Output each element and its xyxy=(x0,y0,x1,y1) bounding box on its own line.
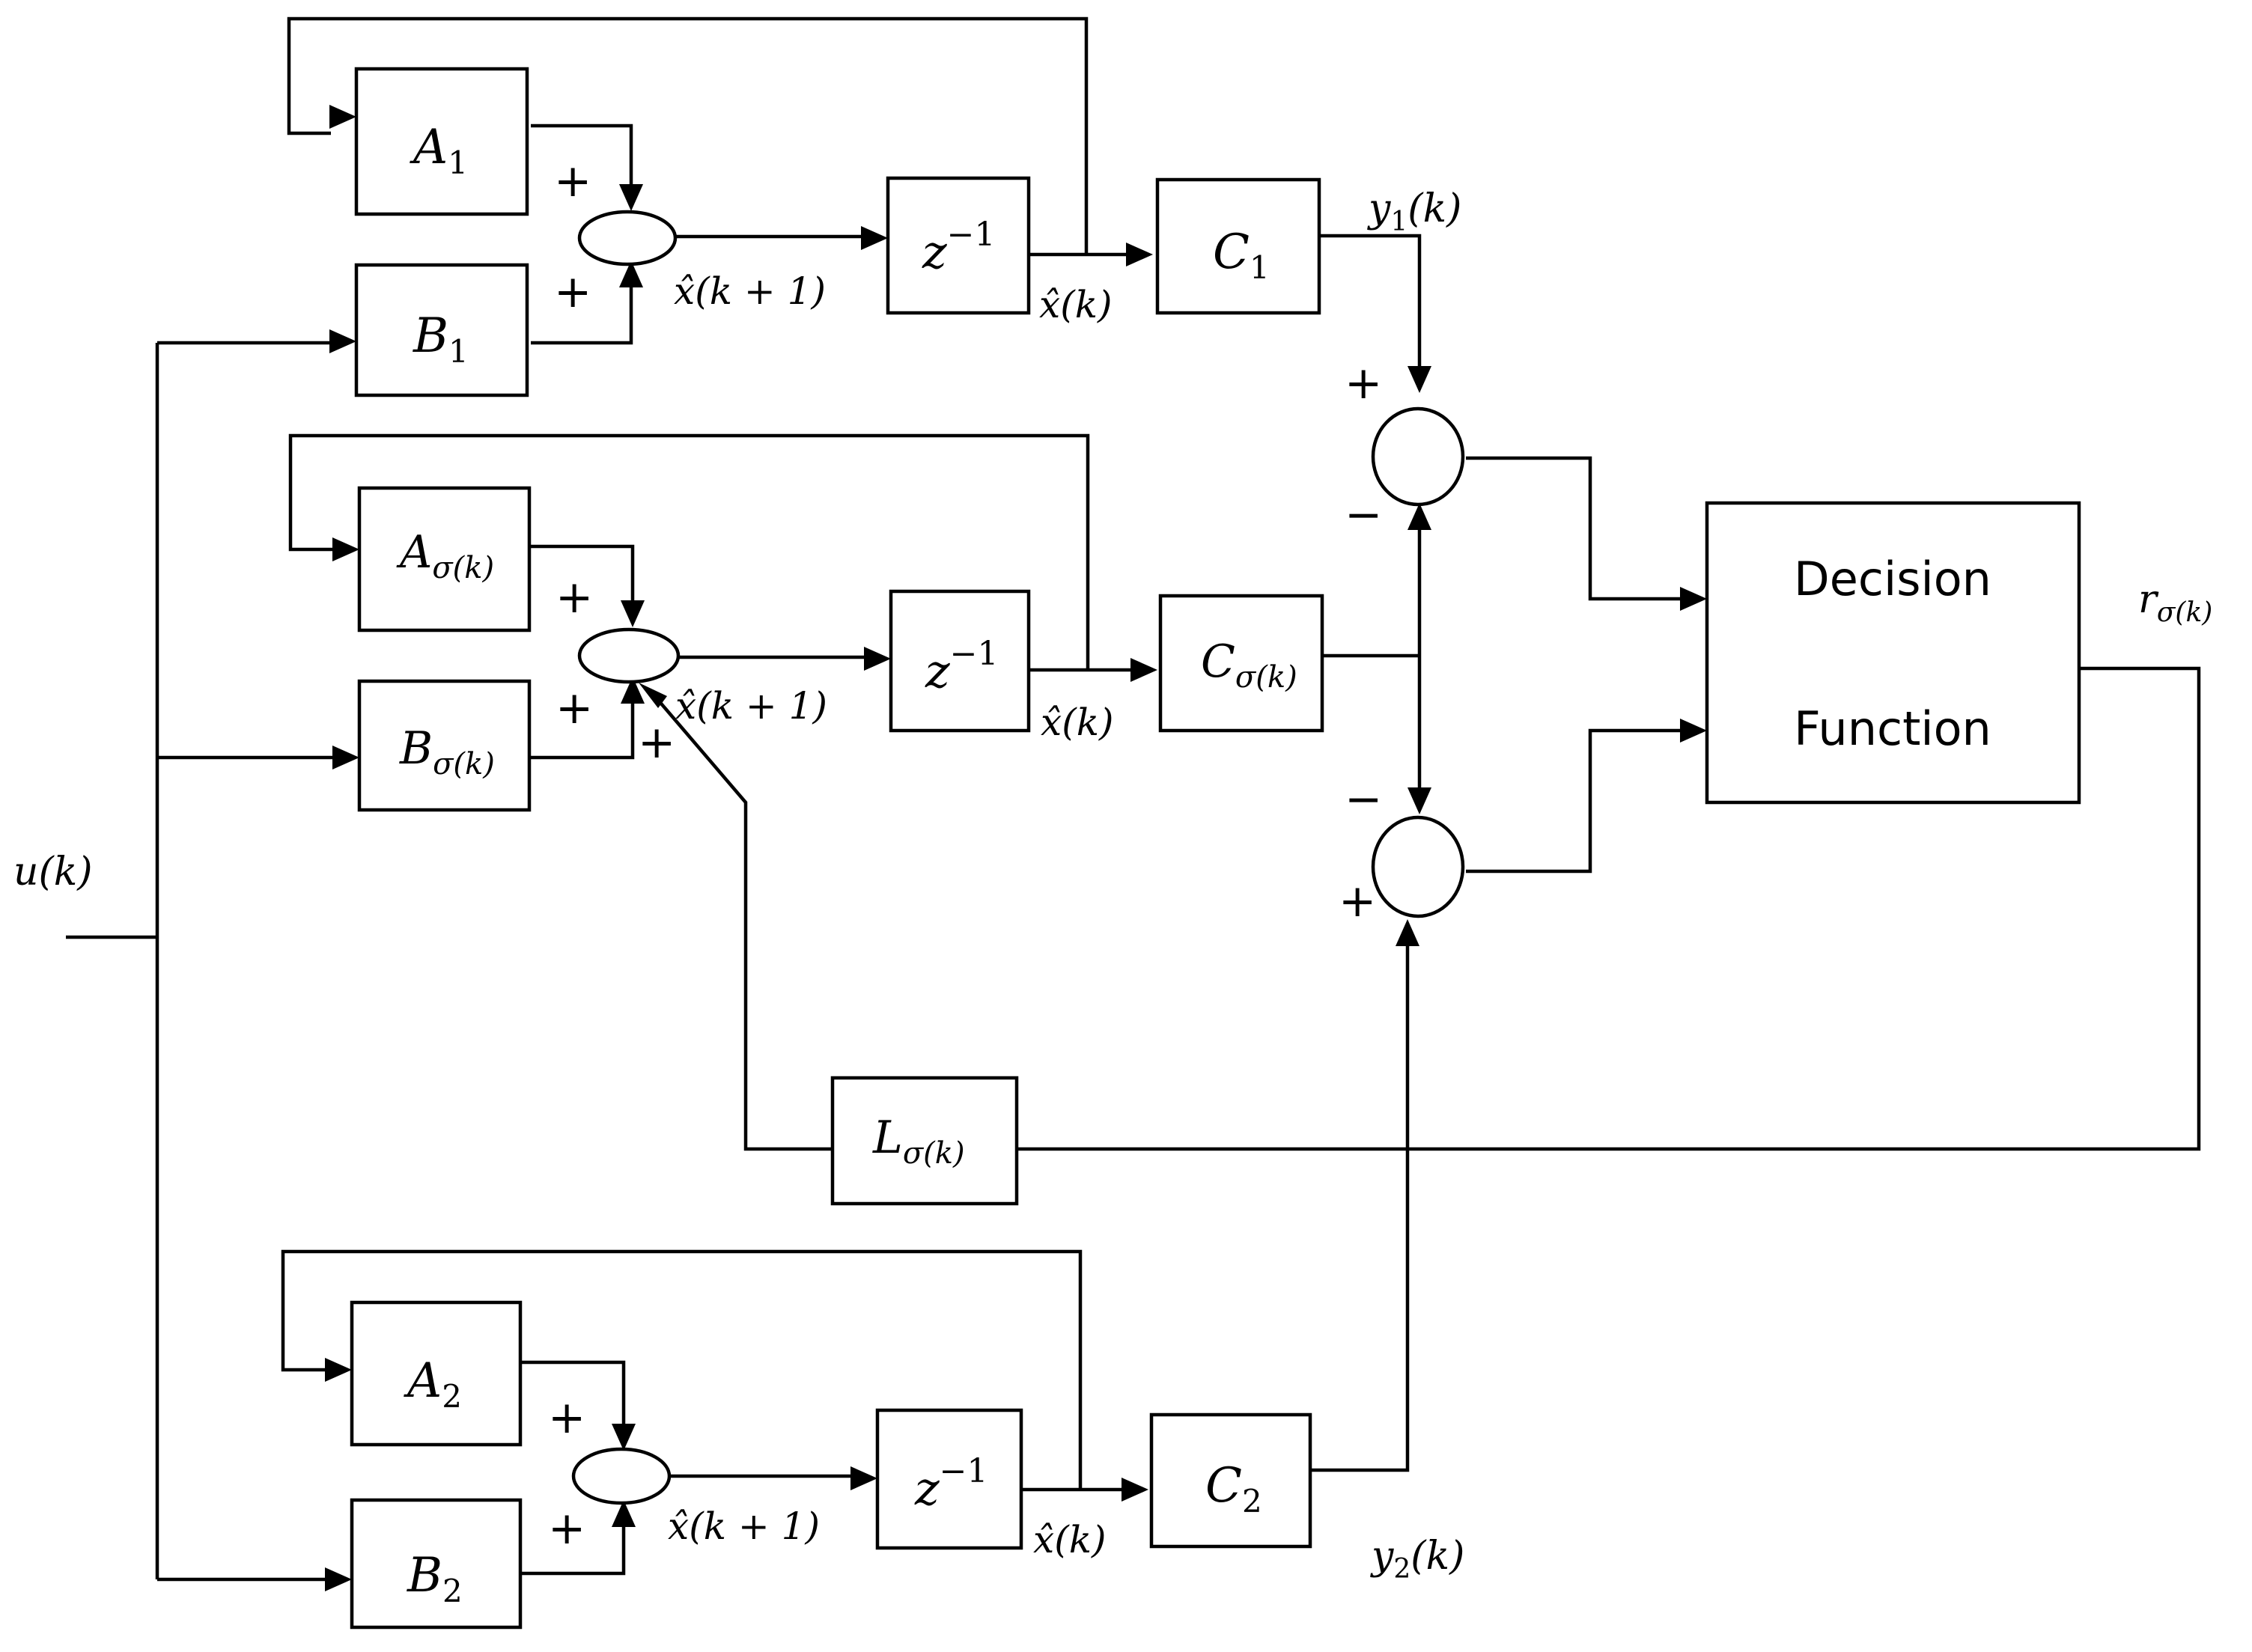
label-l-sigma: Lσ(k) xyxy=(872,1112,965,1171)
sign-plus: + xyxy=(554,266,591,318)
label-a1: A1 xyxy=(410,120,468,181)
x-next-label-top: x̂(k + 1) xyxy=(674,269,826,313)
sign-plus: + xyxy=(638,716,675,769)
arrowheads xyxy=(325,105,1707,1591)
label-c2: C2 xyxy=(1205,1458,1262,1520)
sign-plus: + xyxy=(548,1392,585,1444)
decision-label-line1: Decision xyxy=(1794,552,1991,606)
block-a1 xyxy=(354,67,529,216)
block-delay-middle xyxy=(889,589,1031,733)
label-c-sigma: Cσ(k) xyxy=(1201,635,1297,695)
y2-label: y2(k) xyxy=(1370,1534,1464,1585)
label-a2: A2 xyxy=(404,1353,462,1415)
sign-plus: + xyxy=(1339,875,1376,927)
decision-label-line2: Function xyxy=(1794,701,1991,756)
input-label: u(k) xyxy=(13,850,93,894)
block-c-sigma xyxy=(1158,594,1324,733)
sign-plus: + xyxy=(556,571,593,624)
sign-plus: + xyxy=(548,1502,585,1555)
block-c1 xyxy=(1155,177,1321,315)
block-b-sigma xyxy=(357,679,532,812)
block-c2 xyxy=(1149,1412,1312,1549)
sum-junction-top xyxy=(577,210,678,266)
y1-label: y1(k) xyxy=(1367,186,1461,237)
sign-labels: + + + + + + + + − − + xyxy=(548,155,1382,1555)
sign-minus: − xyxy=(1345,489,1382,541)
residual-junction-bottom xyxy=(1371,815,1465,918)
sum-junction-middle xyxy=(577,627,681,684)
label-b1: B1 xyxy=(413,308,469,370)
label-delay-middle: z−1 xyxy=(925,635,999,698)
sign-plus: + xyxy=(554,155,591,207)
x-now-label-bottom: x̂(k) xyxy=(1033,1518,1107,1561)
wires xyxy=(66,16,2201,1582)
block-l-sigma xyxy=(830,1076,1019,1206)
signal-labels: u(k) x̂(k + 1) x̂(k) x̂(k + 1) x̂(k) x̂(… xyxy=(13,186,2212,1585)
x-now-label-middle: x̂(k) xyxy=(1041,701,1114,744)
x-next-label-bottom: x̂(k + 1) xyxy=(668,1505,820,1548)
r-sigma-label: rσ(k) xyxy=(2138,577,2212,628)
block-a2 xyxy=(350,1300,523,1447)
label-a-sigma: Aσ(k) xyxy=(396,526,494,585)
sign-minus: − xyxy=(1345,773,1382,826)
label-b2: B2 xyxy=(407,1548,463,1609)
label-delay-bottom: z−1 xyxy=(914,1452,988,1516)
label-c1: C1 xyxy=(1213,225,1270,286)
block-labels: A1 B1 C1 Aσ(k) Bσ(k) Cσ(k) Lσ(k) A2 B2 C… xyxy=(396,120,1991,1609)
x-next-label-middle: x̂(k + 1) xyxy=(675,684,827,728)
sign-plus: + xyxy=(1345,357,1382,409)
sign-plus: + xyxy=(556,682,593,734)
x-now-label-top: x̂(k) xyxy=(1039,283,1113,326)
label-delay-top: z−1 xyxy=(922,216,996,279)
block-delay-bottom xyxy=(875,1408,1023,1550)
block-b2 xyxy=(350,1498,523,1630)
label-b-sigma: Bσ(k) xyxy=(399,722,495,781)
block-b1 xyxy=(354,263,529,397)
residual-junction-top xyxy=(1371,406,1465,507)
decision-function-block xyxy=(1705,501,2081,805)
block-a-sigma xyxy=(357,486,532,633)
sum-junction-bottom xyxy=(571,1447,672,1505)
block-delay-top xyxy=(886,176,1031,315)
